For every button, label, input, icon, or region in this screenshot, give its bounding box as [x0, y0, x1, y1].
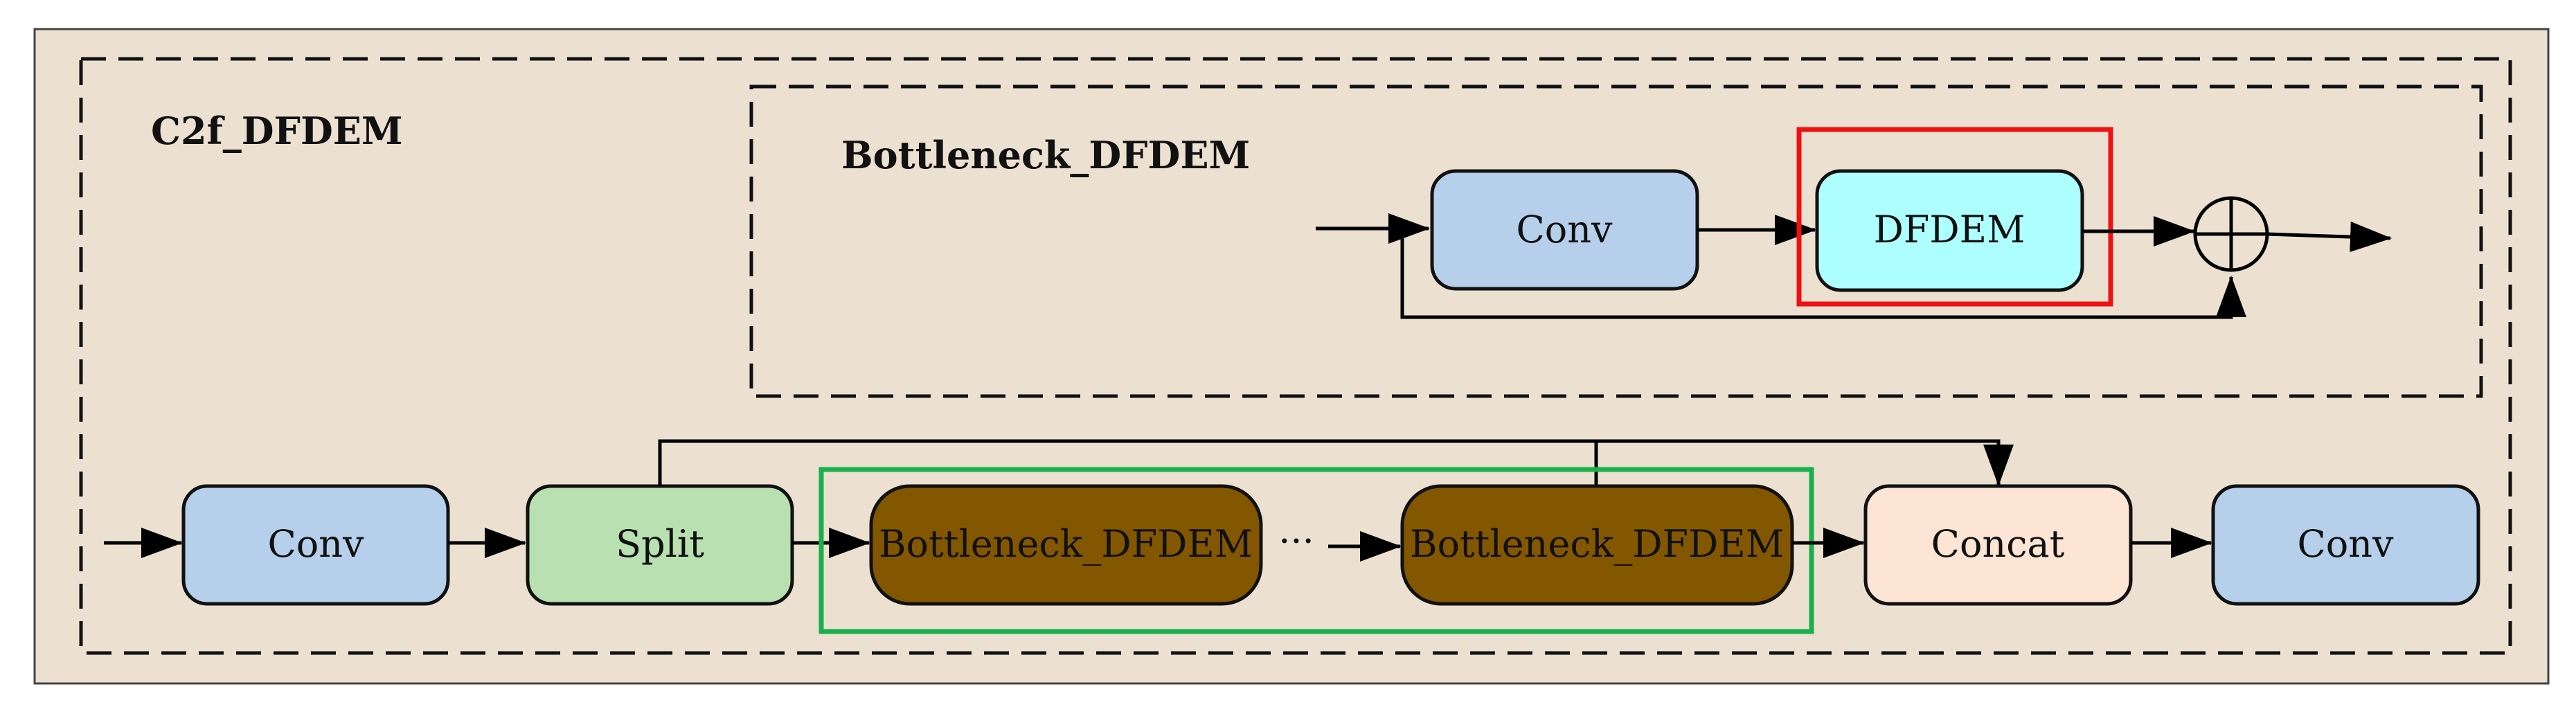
c2f-dfdem-block [79, 57, 2512, 655]
conv-out-node: Conv [2211, 484, 2480, 606]
conv-in-label: Conv [267, 522, 364, 566]
bottleneck-n-label: Bottleneck_DFDEM [1410, 522, 1784, 566]
bottleneck-1-label: Bottleneck_DFDEM [879, 522, 1253, 566]
concat-label: Concat [1931, 522, 2065, 566]
concat-node: Concat [1863, 484, 2133, 606]
inner-output-arrow [2266, 222, 2392, 253]
dfdem-label: DFDEM [1874, 208, 2025, 251]
split-bypass-connection [658, 439, 2014, 486]
inner-conv-node: Conv [1430, 169, 1699, 291]
bottleneck-ellipsis: ··· [1278, 519, 1314, 563]
inner-skip-connection [1400, 229, 2246, 319]
split-node: Split [526, 484, 794, 606]
bottleneck-1-node: Bottleneck_DFDEM [869, 484, 1263, 606]
bottleneck-n-node: Bottleneck_DFDEM [1400, 484, 1794, 606]
add-node-icon [2193, 196, 2269, 272]
c2f-dfdem-title: C2f_DFDEM [151, 109, 403, 153]
inner-conv-label: Conv [1516, 208, 1613, 251]
bottleneck-dfdem-block [749, 84, 2483, 398]
dfdem-highlight-box [1796, 127, 2113, 307]
bottleneck-group-highlight [819, 467, 1814, 634]
conv-in-node: Conv [181, 484, 450, 606]
bottleneck-dfdem-title: Bottleneck_DFDEM [841, 133, 1250, 177]
dfdem-node: DFDEM [1815, 169, 2084, 292]
conv-out-label: Conv [2297, 522, 2394, 566]
split-label: Split [616, 522, 704, 566]
